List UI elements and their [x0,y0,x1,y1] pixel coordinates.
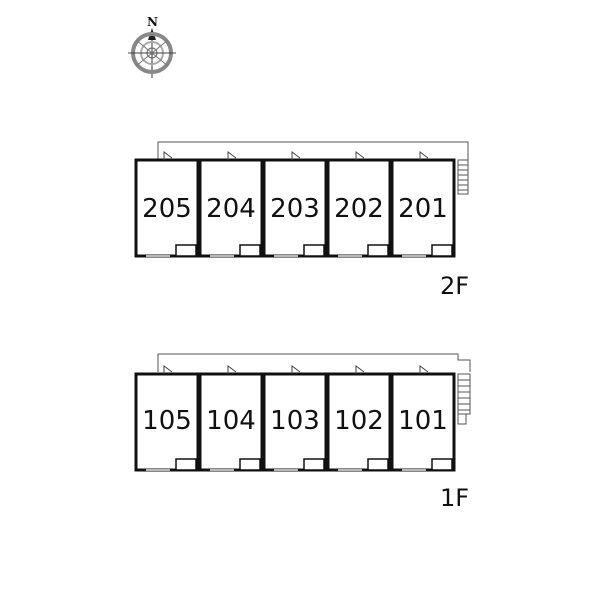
unit-103: 103 [262,365,328,472]
unit-label: 104 [206,406,256,436]
unit-102: 102 [326,365,392,472]
unit-205: 205 [134,151,200,258]
stair-icon [457,373,471,425]
unit-203: 203 [262,151,328,258]
unit-105: 105 [134,365,200,472]
compass-icon: N [128,15,176,78]
unit-label: 205 [142,194,192,224]
unit-label: 103 [270,406,320,436]
unit-label: 105 [142,406,192,436]
unit-label: 204 [206,194,256,224]
unit-label: 202 [334,194,384,224]
floor-label: 1F [440,484,469,512]
unit-label: 203 [270,194,320,224]
floor-1f-plan: 105 104 103 102 [134,353,471,512]
unit-104: 104 [198,365,264,472]
unit-202: 202 [326,151,392,258]
floor-2f-plan: 205 204 203 202 [134,141,469,300]
floor-label: 2F [440,272,469,300]
unit-201: 201 [390,151,456,258]
stair-icon [457,159,469,195]
north-label: N [147,15,158,29]
unit-204: 204 [198,151,264,258]
unit-label: 201 [398,194,448,224]
unit-101: 101 [390,365,456,472]
unit-label: 102 [334,406,384,436]
unit-label: 101 [398,406,448,436]
